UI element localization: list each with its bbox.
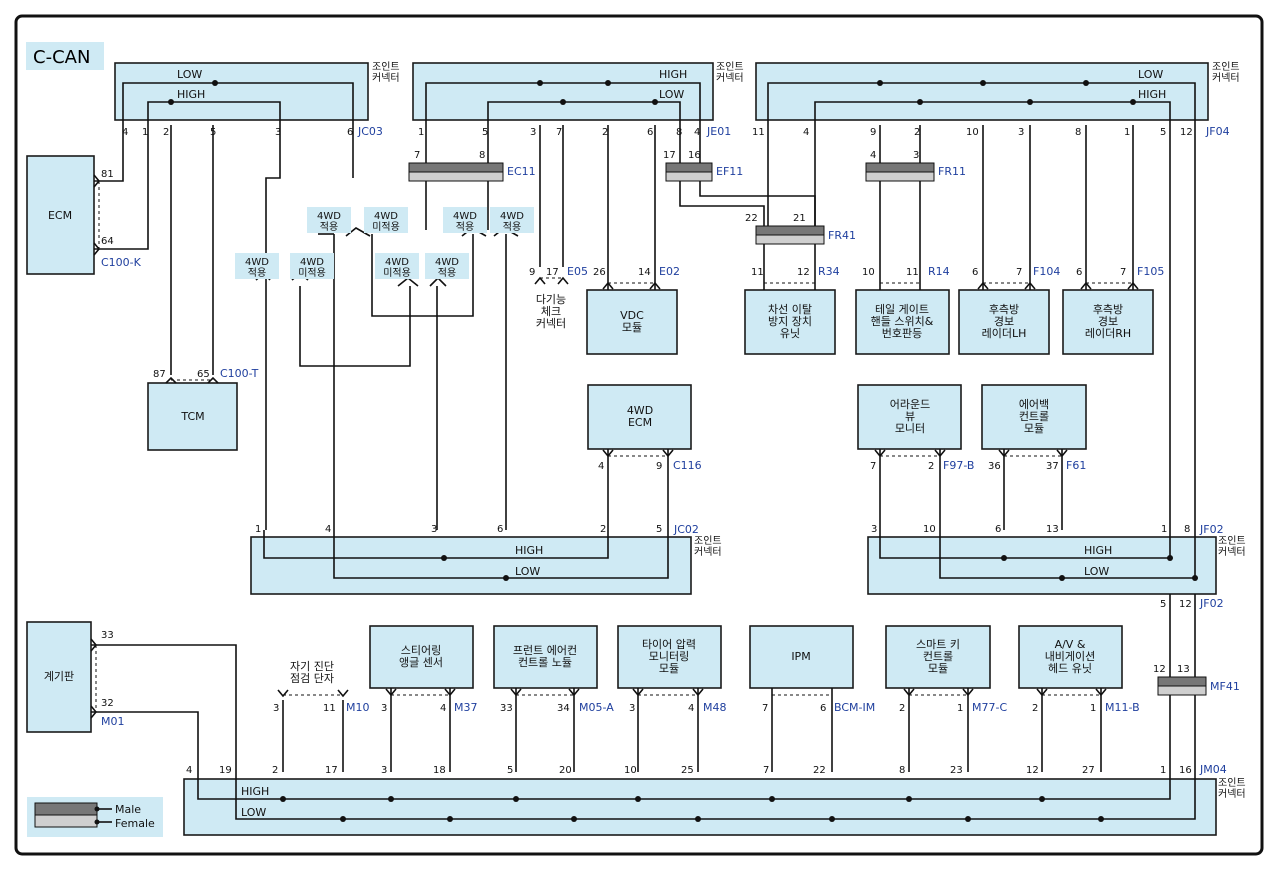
legend	[27, 797, 163, 837]
inline-connector-mf41	[1157, 676, 1207, 696]
module-rear-radar-rh	[1062, 289, 1154, 355]
joint-connector-je01	[412, 62, 714, 121]
inline-connector-fr41	[755, 225, 825, 245]
inline-connector-fr11	[865, 162, 935, 182]
inline-connector-ef11	[665, 162, 713, 182]
module-airbag	[981, 384, 1087, 450]
joint-connector-jc03	[114, 62, 369, 121]
module-steering-angle	[369, 625, 474, 689]
module-4wd-ecm	[587, 384, 692, 450]
joint-connector-jf04	[755, 62, 1209, 121]
module-rear-radar-lh	[958, 289, 1050, 355]
junction-dots	[168, 80, 1198, 822]
module-lane-departure	[744, 289, 836, 355]
module-smart-key	[885, 625, 991, 689]
joint-connector-jc02	[250, 536, 692, 595]
inline-connector-ec11	[408, 162, 504, 182]
module-tcm	[147, 382, 238, 451]
module-tpms	[617, 625, 722, 689]
module-ipm	[749, 625, 854, 689]
module-tailgate	[855, 289, 950, 355]
module-cluster	[26, 621, 92, 733]
module-fatc	[493, 625, 598, 689]
diagram-title: C-CAN	[33, 47, 90, 68]
joint-connector-jf02	[867, 536, 1217, 595]
module-ecm	[26, 155, 95, 275]
module-avn	[1018, 625, 1123, 689]
module-avm	[857, 384, 962, 450]
joint-connector-jm04	[183, 778, 1217, 836]
title-box	[26, 42, 104, 70]
module-vdc	[586, 289, 678, 355]
bus-lines	[122, 82, 1196, 820]
wires	[91, 125, 1196, 772]
